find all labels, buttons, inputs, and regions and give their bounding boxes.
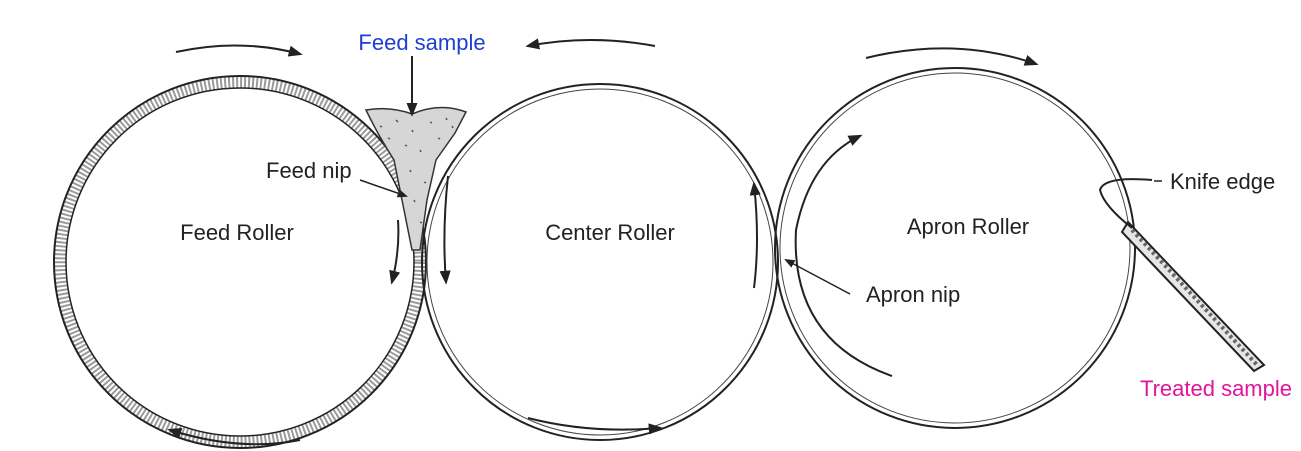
knife-edge-label: Knife edge: [1170, 169, 1275, 194]
knife-edge-hook: [1098, 178, 1153, 229]
feed-roller-label: Feed Roller: [180, 220, 294, 245]
feed-roller: [53, 75, 427, 449]
apron-roller-inner-edge: [779, 72, 1131, 424]
apron-nip-label: Apron nip: [866, 282, 960, 307]
feed-nip-label: Feed nip: [266, 158, 352, 183]
feed-roller-top-arrow: [175, 44, 303, 57]
center-roller: [421, 83, 779, 441]
center-roller-inner-edge: [426, 88, 774, 436]
treated-sample-label: Treated sample: [1140, 376, 1292, 401]
center-roller-outer-edge: [421, 83, 779, 441]
center-roller-top-arrow: [525, 38, 656, 50]
apron-roller-top-arrow: [865, 47, 1039, 66]
apron-nip-leader: [784, 259, 851, 295]
feed-roller-outer-edge: [53, 75, 427, 449]
center-roller-label: Center Roller: [545, 220, 675, 245]
feed-sample-pile: [364, 106, 468, 251]
apron-roller-outer-edge: [774, 67, 1136, 429]
feed-roller-inner-edge: [65, 87, 415, 437]
center-roller-bottom-arrow: [527, 417, 663, 435]
apron-roller-label: Apron Roller: [907, 214, 1029, 239]
center-roller-left-arrow: [439, 175, 451, 285]
apron-roller: [774, 67, 1136, 429]
feed-roller-coating: [54, 76, 426, 448]
center-roller-right-arrow: [749, 181, 761, 289]
treated-sample-strip: [1130, 228, 1260, 368]
feed-nip-leader: [359, 179, 408, 198]
feed-sample-label: Feed sample: [358, 30, 485, 55]
feed-sample-texture: [379, 117, 454, 224]
feed-roller-nip-arrow: [389, 219, 401, 285]
apron-roller-inner-arrow: [794, 134, 893, 377]
feed-roller-bottom-arrow: [167, 428, 301, 446]
